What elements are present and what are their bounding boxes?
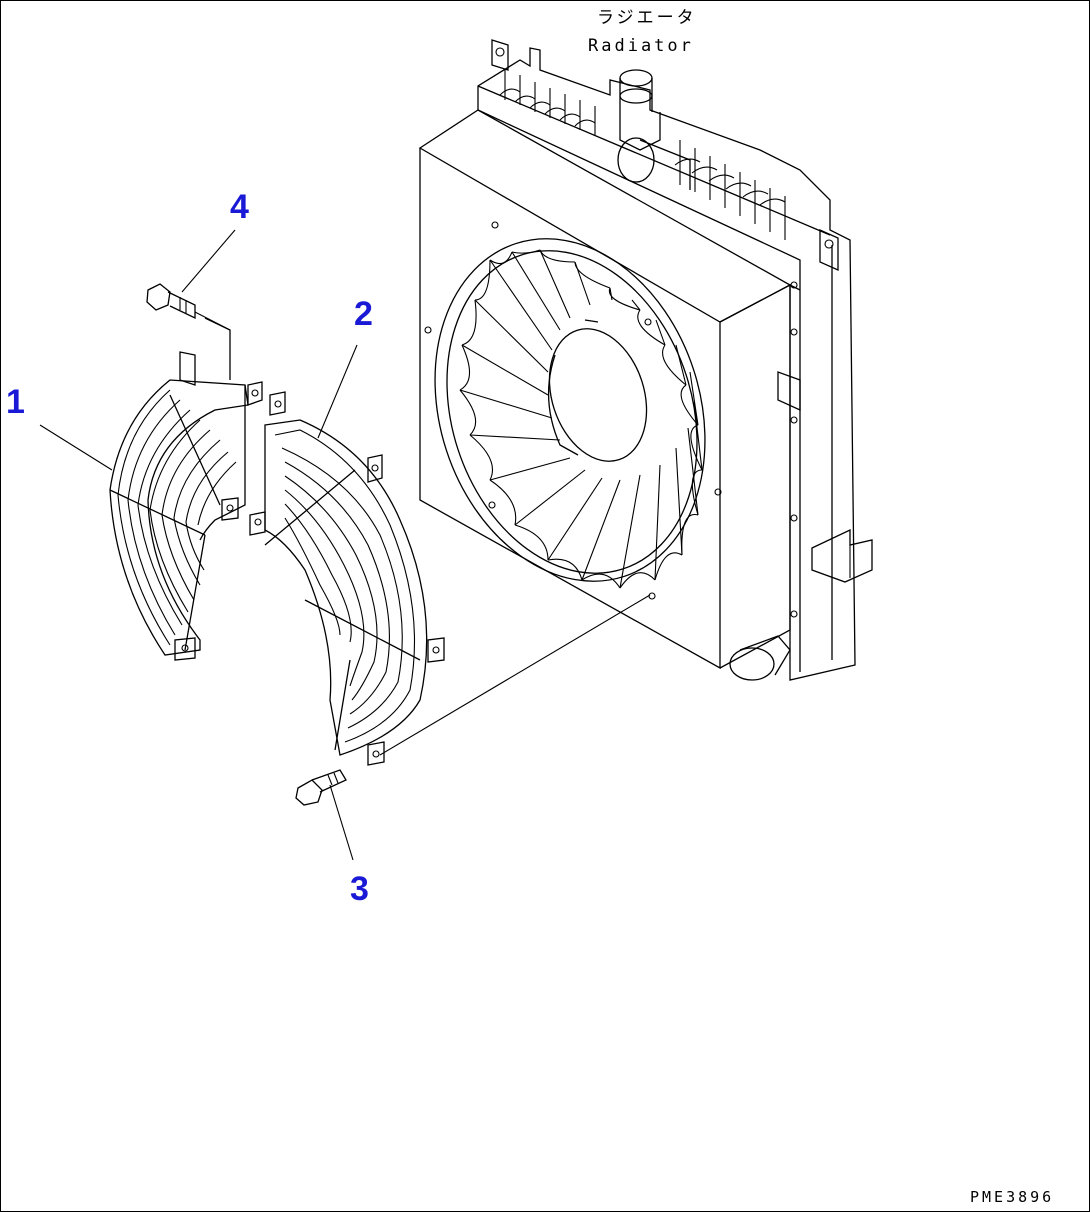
bolt-upper[interactable] [146, 283, 196, 320]
radiator-lower-outlet [729, 635, 791, 681]
fan-hub [547, 319, 648, 462]
fan-blades [459, 249, 703, 589]
drawing-code: PME3896 [970, 1188, 1054, 1206]
radiator-top-tank [491, 39, 839, 272]
callout-3: 3 [350, 870, 369, 908]
radiator-side-holes [790, 281, 798, 618]
leader-lines [39, 229, 651, 861]
callout-2: 2 [354, 295, 373, 333]
radiator-cap[interactable] [617, 69, 691, 190]
shroud-mounting-holes [424, 221, 722, 600]
bolt-lower[interactable] [295, 769, 347, 806]
callout-1: 1 [6, 383, 25, 421]
radiator-label-jp: ラジエータ [597, 8, 697, 28]
radiator-label-en: Radiator [588, 36, 694, 56]
radiator-side-bracket [777, 371, 873, 583]
radiator[interactable] [477, 39, 873, 681]
fan-guard-left[interactable] [109, 317, 263, 661]
callout-4: 4 [230, 188, 249, 226]
fan-shroud-plate[interactable] [392, 109, 792, 670]
fan-guard-right[interactable] [249, 391, 445, 766]
